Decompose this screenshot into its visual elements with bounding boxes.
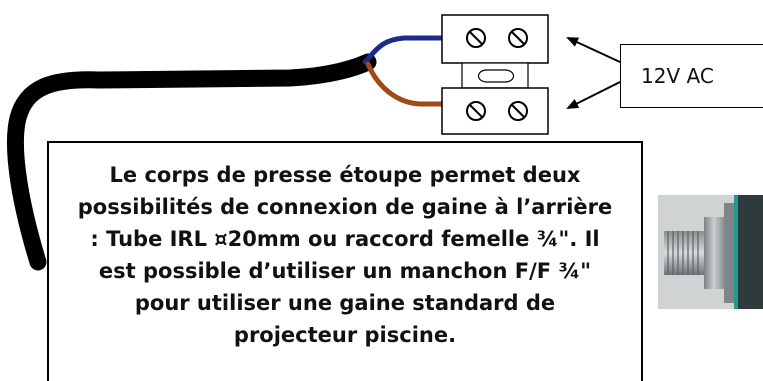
cable [6,53,377,271]
cable-gland-photo [658,195,763,309]
slotted-screw-icon [466,28,486,48]
blue-wire [362,35,445,65]
terminal-bridge [461,62,529,89]
brown-wire [365,61,445,107]
arrow-to-bottom-terminal [566,81,621,109]
wiring-diagram [6,14,621,271]
description-box: Le corps de presse étoupe permet deux po… [47,141,643,381]
slotted-screw-icon [508,101,528,121]
arrow-to-top-terminal [566,37,621,63]
voltage-label-box: 12V AC [620,44,763,108]
slotted-screw-icon [466,101,486,121]
voltage-label: 12V AC [641,64,714,88]
terminal-block-top [441,14,549,64]
slotted-screw-icon [508,28,528,48]
description-text: Le corps de presse étoupe permet deux po… [77,163,613,347]
terminal-block-bottom [441,87,549,135]
